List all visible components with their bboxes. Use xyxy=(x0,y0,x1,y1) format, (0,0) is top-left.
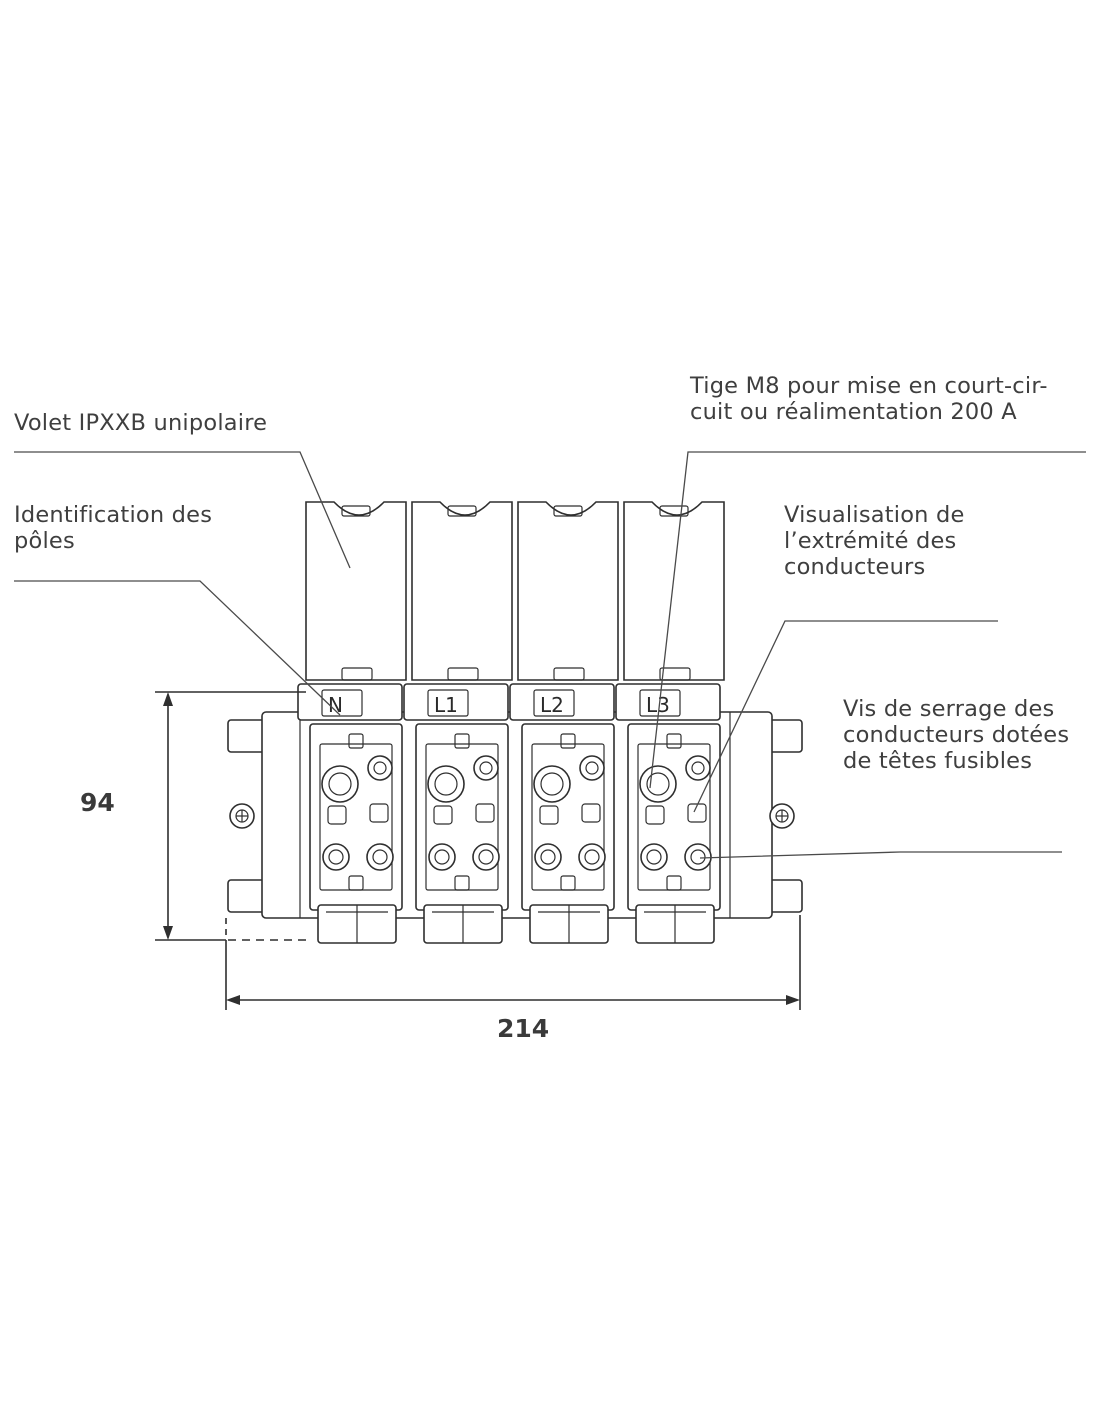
pole-module: N xyxy=(297,501,407,944)
dimension-height xyxy=(155,691,310,941)
leader-volet xyxy=(14,451,351,569)
leader-identification xyxy=(14,580,341,716)
annotation-identification: Identification des pôles xyxy=(14,502,213,554)
dimension-width-value: 214 xyxy=(497,1014,550,1043)
leader-vis xyxy=(699,851,1062,859)
annotation-tige: Tige M8 pour mise en court-cir- cuit ou … xyxy=(690,373,1048,425)
annotation-vis: Vis de serrage des conducteurs dotées de… xyxy=(843,696,1070,774)
pole-module: L3 xyxy=(615,501,725,944)
pole-module: L1 xyxy=(403,501,513,944)
annotation-visualisation: Visualisation de l’extrémité des conduct… xyxy=(784,502,965,580)
pole-module: L2 xyxy=(509,501,619,944)
dimension-height-value: 94 xyxy=(80,788,115,817)
annotation-volet: Volet IPXXB unipolaire xyxy=(14,410,268,436)
dimension-width xyxy=(225,915,801,1010)
pole-label: L3 xyxy=(646,693,670,717)
leader-visualisation xyxy=(693,620,998,813)
pole-label: L2 xyxy=(540,693,564,717)
leader-tige xyxy=(649,451,1086,789)
mounting-screw-left xyxy=(229,803,255,829)
pole-label: N xyxy=(328,693,343,717)
mounting-screw-right xyxy=(769,803,795,829)
pole-label: L1 xyxy=(434,693,458,717)
